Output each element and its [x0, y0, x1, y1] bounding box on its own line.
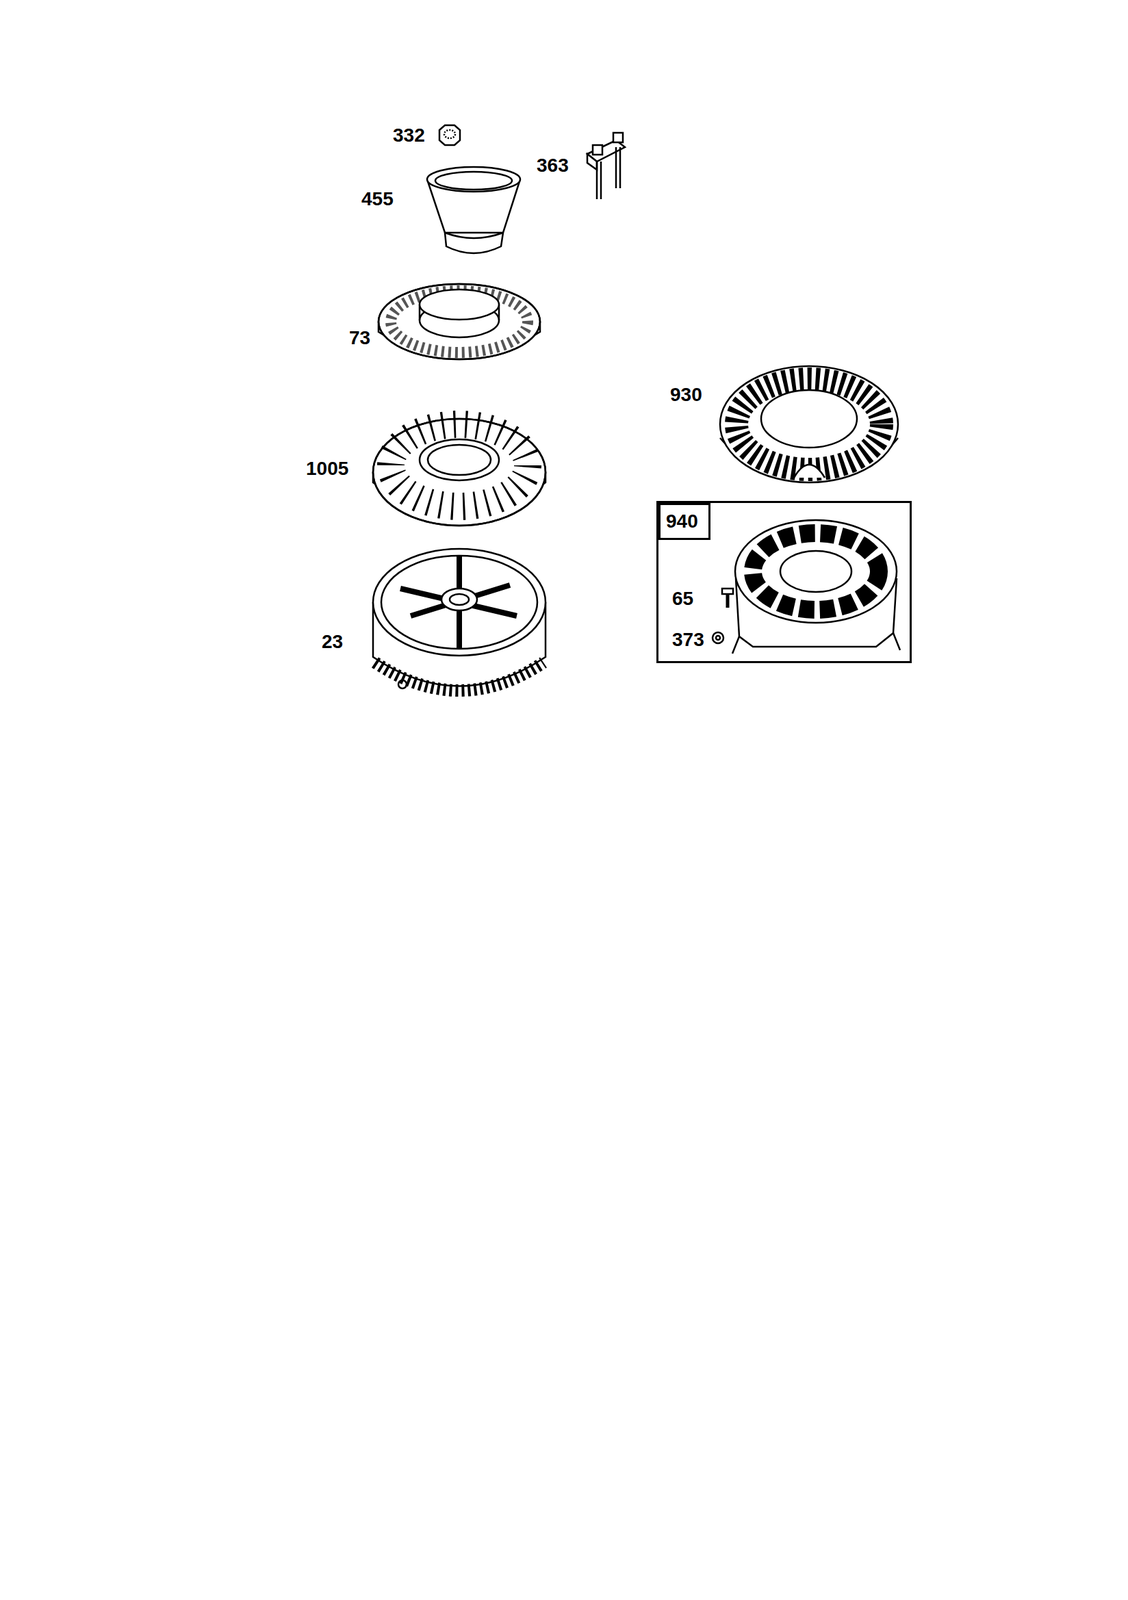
callout-number: 23	[321, 631, 343, 653]
callout-number: 1005	[305, 457, 349, 480]
callout-number: 332	[392, 124, 426, 147]
hex-nut	[439, 125, 460, 146]
fan-impeller	[373, 418, 546, 526]
callout-number: 930	[670, 383, 703, 406]
blower-housing-guard	[732, 520, 901, 654]
callout-number: 65	[672, 587, 694, 610]
bracket-with-screws	[587, 132, 625, 200]
callout-number: 73	[349, 327, 371, 350]
starter-cup	[427, 167, 521, 254]
callout-number: 363	[536, 154, 569, 177]
callout-number: 455	[361, 188, 394, 211]
callout-number: 373	[672, 629, 705, 651]
rotating-screen	[378, 284, 541, 360]
callout-number: 940	[665, 510, 699, 533]
flywheel	[373, 548, 546, 691]
small-nut	[712, 632, 724, 644]
kit-frame: 65 373 940	[656, 501, 912, 664]
kit-number-box: 940	[658, 503, 711, 541]
bolt	[722, 588, 734, 608]
grass-screen	[720, 366, 899, 483]
